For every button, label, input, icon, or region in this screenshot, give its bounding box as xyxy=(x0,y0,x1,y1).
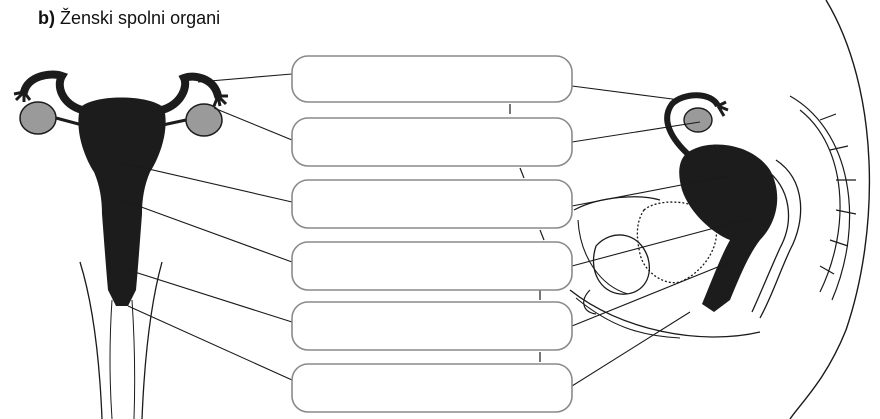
pubic-bone xyxy=(592,234,650,295)
exercise-title: b) Ženski spolni organi xyxy=(38,8,220,29)
frontal-view-illustration xyxy=(13,70,228,419)
uterus xyxy=(78,97,166,306)
exercise-heading: Ženski spolni organi xyxy=(60,8,221,28)
fallopian-tube-left xyxy=(13,70,86,114)
uterus-sagittal xyxy=(679,144,778,312)
answer-box-1[interactable] xyxy=(291,55,573,103)
answer-box-2[interactable] xyxy=(291,117,573,167)
answer-box-5[interactable] xyxy=(291,301,573,351)
ovary-left xyxy=(19,101,57,135)
answer-box-6[interactable] xyxy=(291,363,573,413)
answer-box-3[interactable] xyxy=(291,179,573,229)
exercise-label: b) xyxy=(38,8,55,28)
leader-lines xyxy=(117,73,753,387)
box-connector-marks xyxy=(509,104,545,362)
sagittal-view-illustration xyxy=(569,0,871,419)
answer-boxes xyxy=(291,55,573,413)
answer-box-4[interactable] xyxy=(291,241,573,291)
fallopian-tube-right xyxy=(158,72,228,114)
ovary-sagittal xyxy=(683,107,713,133)
